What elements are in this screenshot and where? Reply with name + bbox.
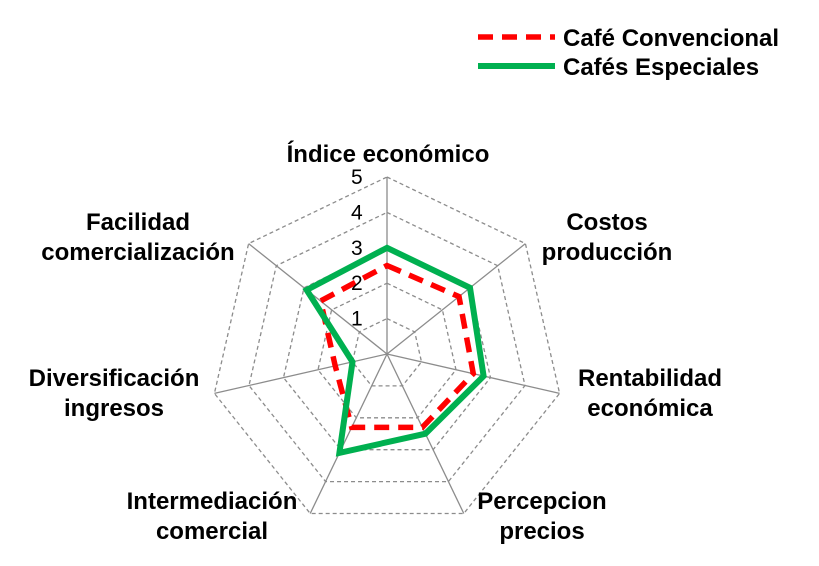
series-line-cafes-especiales: [302, 244, 487, 457]
category-label-line: comercialización: [41, 239, 234, 266]
spoke-1: [386, 243, 526, 355]
category-label-1: Costos producción: [542, 209, 673, 266]
category-label-6: Facilidad comercialización: [41, 209, 234, 266]
category-label-line: comercial: [156, 518, 268, 545]
category-label-line: Percepcion: [477, 488, 606, 515]
category-label-line: precios: [499, 518, 584, 545]
category-label-2: Rentabilidad económica: [578, 365, 722, 422]
category-label-line: Facilidad: [86, 209, 190, 236]
spoke-6: [248, 243, 388, 355]
radar-tick-labels: 1 2 3 4 5: [351, 166, 363, 331]
category-label-5: Diversificación ingresos: [29, 365, 200, 422]
category-label-line: económica: [587, 395, 713, 422]
tick-label-5: 5: [351, 166, 363, 189]
category-label-3: Percepcion precios: [477, 488, 606, 545]
category-label-line: Diversificación: [29, 365, 200, 392]
category-label-line: producción: [542, 239, 673, 266]
category-label-line: ingresos: [64, 395, 164, 422]
radar-series: [302, 244, 487, 457]
grid-ring-2: [317, 282, 457, 419]
category-label-line: Intermediación: [127, 488, 298, 515]
category-label-0: Índice económico: [287, 140, 490, 168]
tick-label-3: 3: [351, 237, 363, 260]
category-label-line: Rentabilidad: [578, 365, 722, 392]
grid-ring-5: [213, 176, 561, 515]
grid-ring-1: [351, 317, 423, 387]
category-label-4: Intermediación comercial: [127, 488, 298, 545]
category-label-line: Índice económico: [287, 140, 490, 168]
spoke-4: [309, 353, 388, 514]
spoke-5: [214, 353, 388, 395]
radar-spokes: [214, 177, 560, 514]
grid-ring-4: [248, 211, 526, 483]
category-label-line: Costos: [566, 209, 647, 236]
tick-label-1: 1: [351, 308, 363, 331]
legend-label-0: Café Convencional: [563, 25, 779, 52]
legend-label-1: Cafés Especiales: [563, 54, 759, 81]
tick-label-2: 2: [351, 272, 363, 295]
tick-label-4: 4: [351, 201, 363, 224]
